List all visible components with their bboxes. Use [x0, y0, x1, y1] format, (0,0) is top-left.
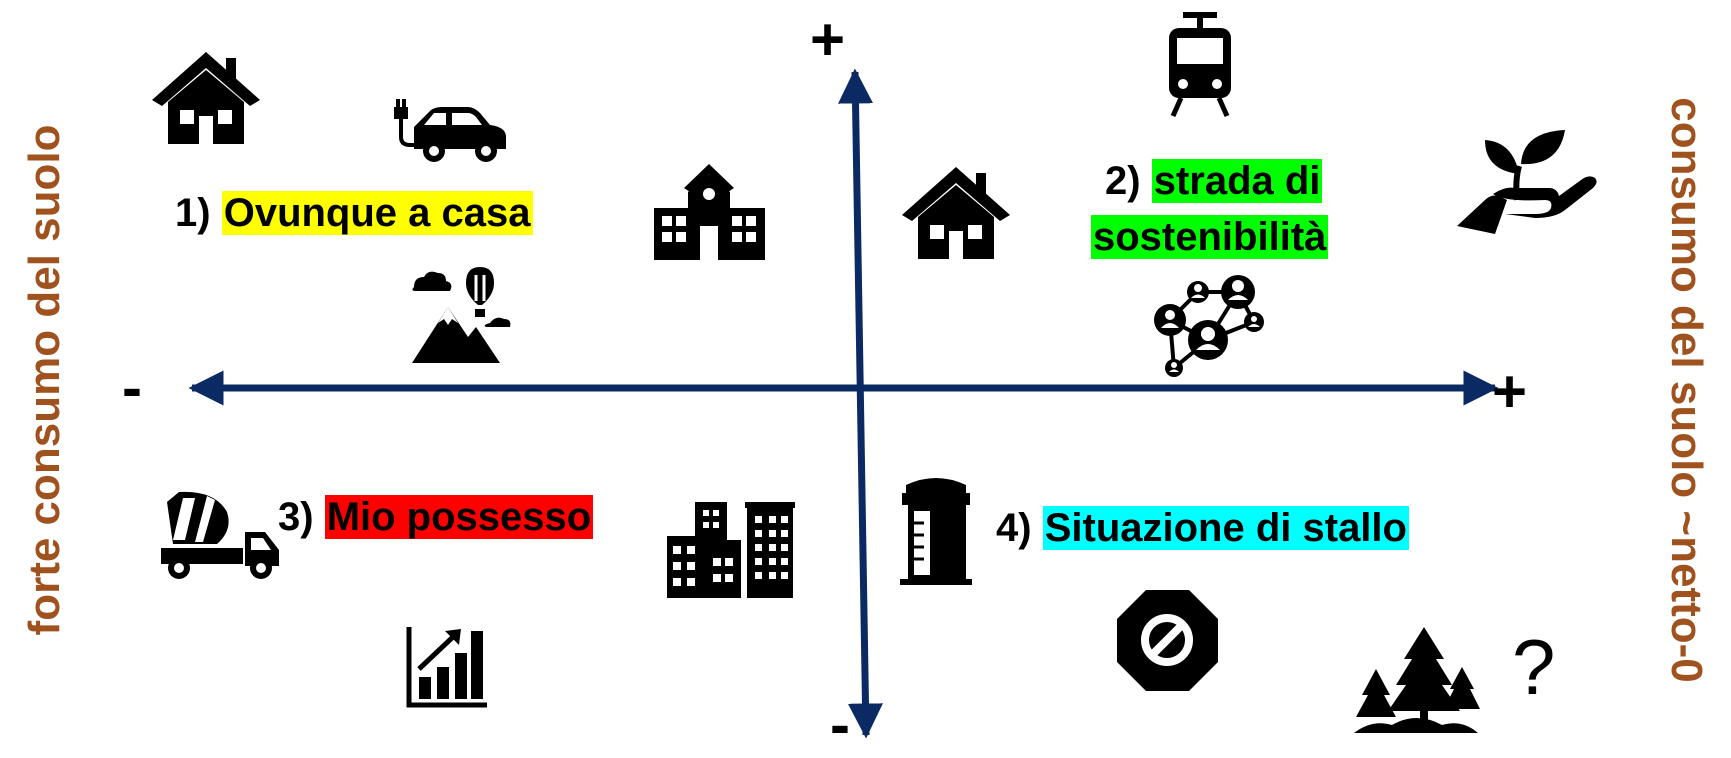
bottom-minus-sign: - [830, 691, 850, 758]
scenario-2-label-line2: sostenibilità [1091, 215, 1329, 259]
scenario-3-label: 3) Mio possesso [278, 495, 594, 539]
scenario-4-label: 4) Situazione di stallo [996, 506, 1409, 550]
electric-car-icon [390, 97, 510, 167]
house-icon [150, 50, 262, 145]
top-plus-sign: + [810, 6, 846, 73]
scenario-2-label: 2) strada di [1105, 159, 1323, 203]
scenario-4-text: Situazione di stallo [1042, 506, 1409, 550]
scenario-4-number: 4) [996, 506, 1032, 550]
growth-chart-icon [405, 625, 490, 710]
scenario-2-text: strada di [1151, 159, 1323, 203]
house-icon [900, 165, 1012, 260]
school-icon [652, 162, 767, 262]
scenario-2-text-line2: sostenibilità [1091, 215, 1329, 259]
mountain-balloon-icon [410, 265, 515, 365]
scenario-1-text: Ovunque a casa [221, 191, 533, 235]
scenario-2-number: 2) [1105, 159, 1141, 203]
city-buildings-icon [665, 500, 795, 600]
forest-icon [1352, 625, 1480, 735]
network-icon [1148, 272, 1266, 377]
vertical-axis [838, 68, 883, 739]
tram-icon [1165, 10, 1235, 118]
scenario-3-text: Mio possesso [324, 495, 594, 539]
right-plus-sign: + [1492, 358, 1528, 425]
question-mark-icon: ? [1512, 623, 1556, 711]
left-minus-sign: - [122, 354, 142, 421]
scenario-1-label: 1) Ovunque a casa [175, 191, 533, 235]
scenario-3-number: 3) [278, 495, 314, 539]
stop-sign-icon [1115, 588, 1220, 693]
hand-plant-icon [1455, 130, 1600, 240]
cement-truck-icon [155, 490, 285, 580]
scenario-1-number: 1) [175, 191, 211, 235]
phone-booth-icon [898, 475, 973, 587]
